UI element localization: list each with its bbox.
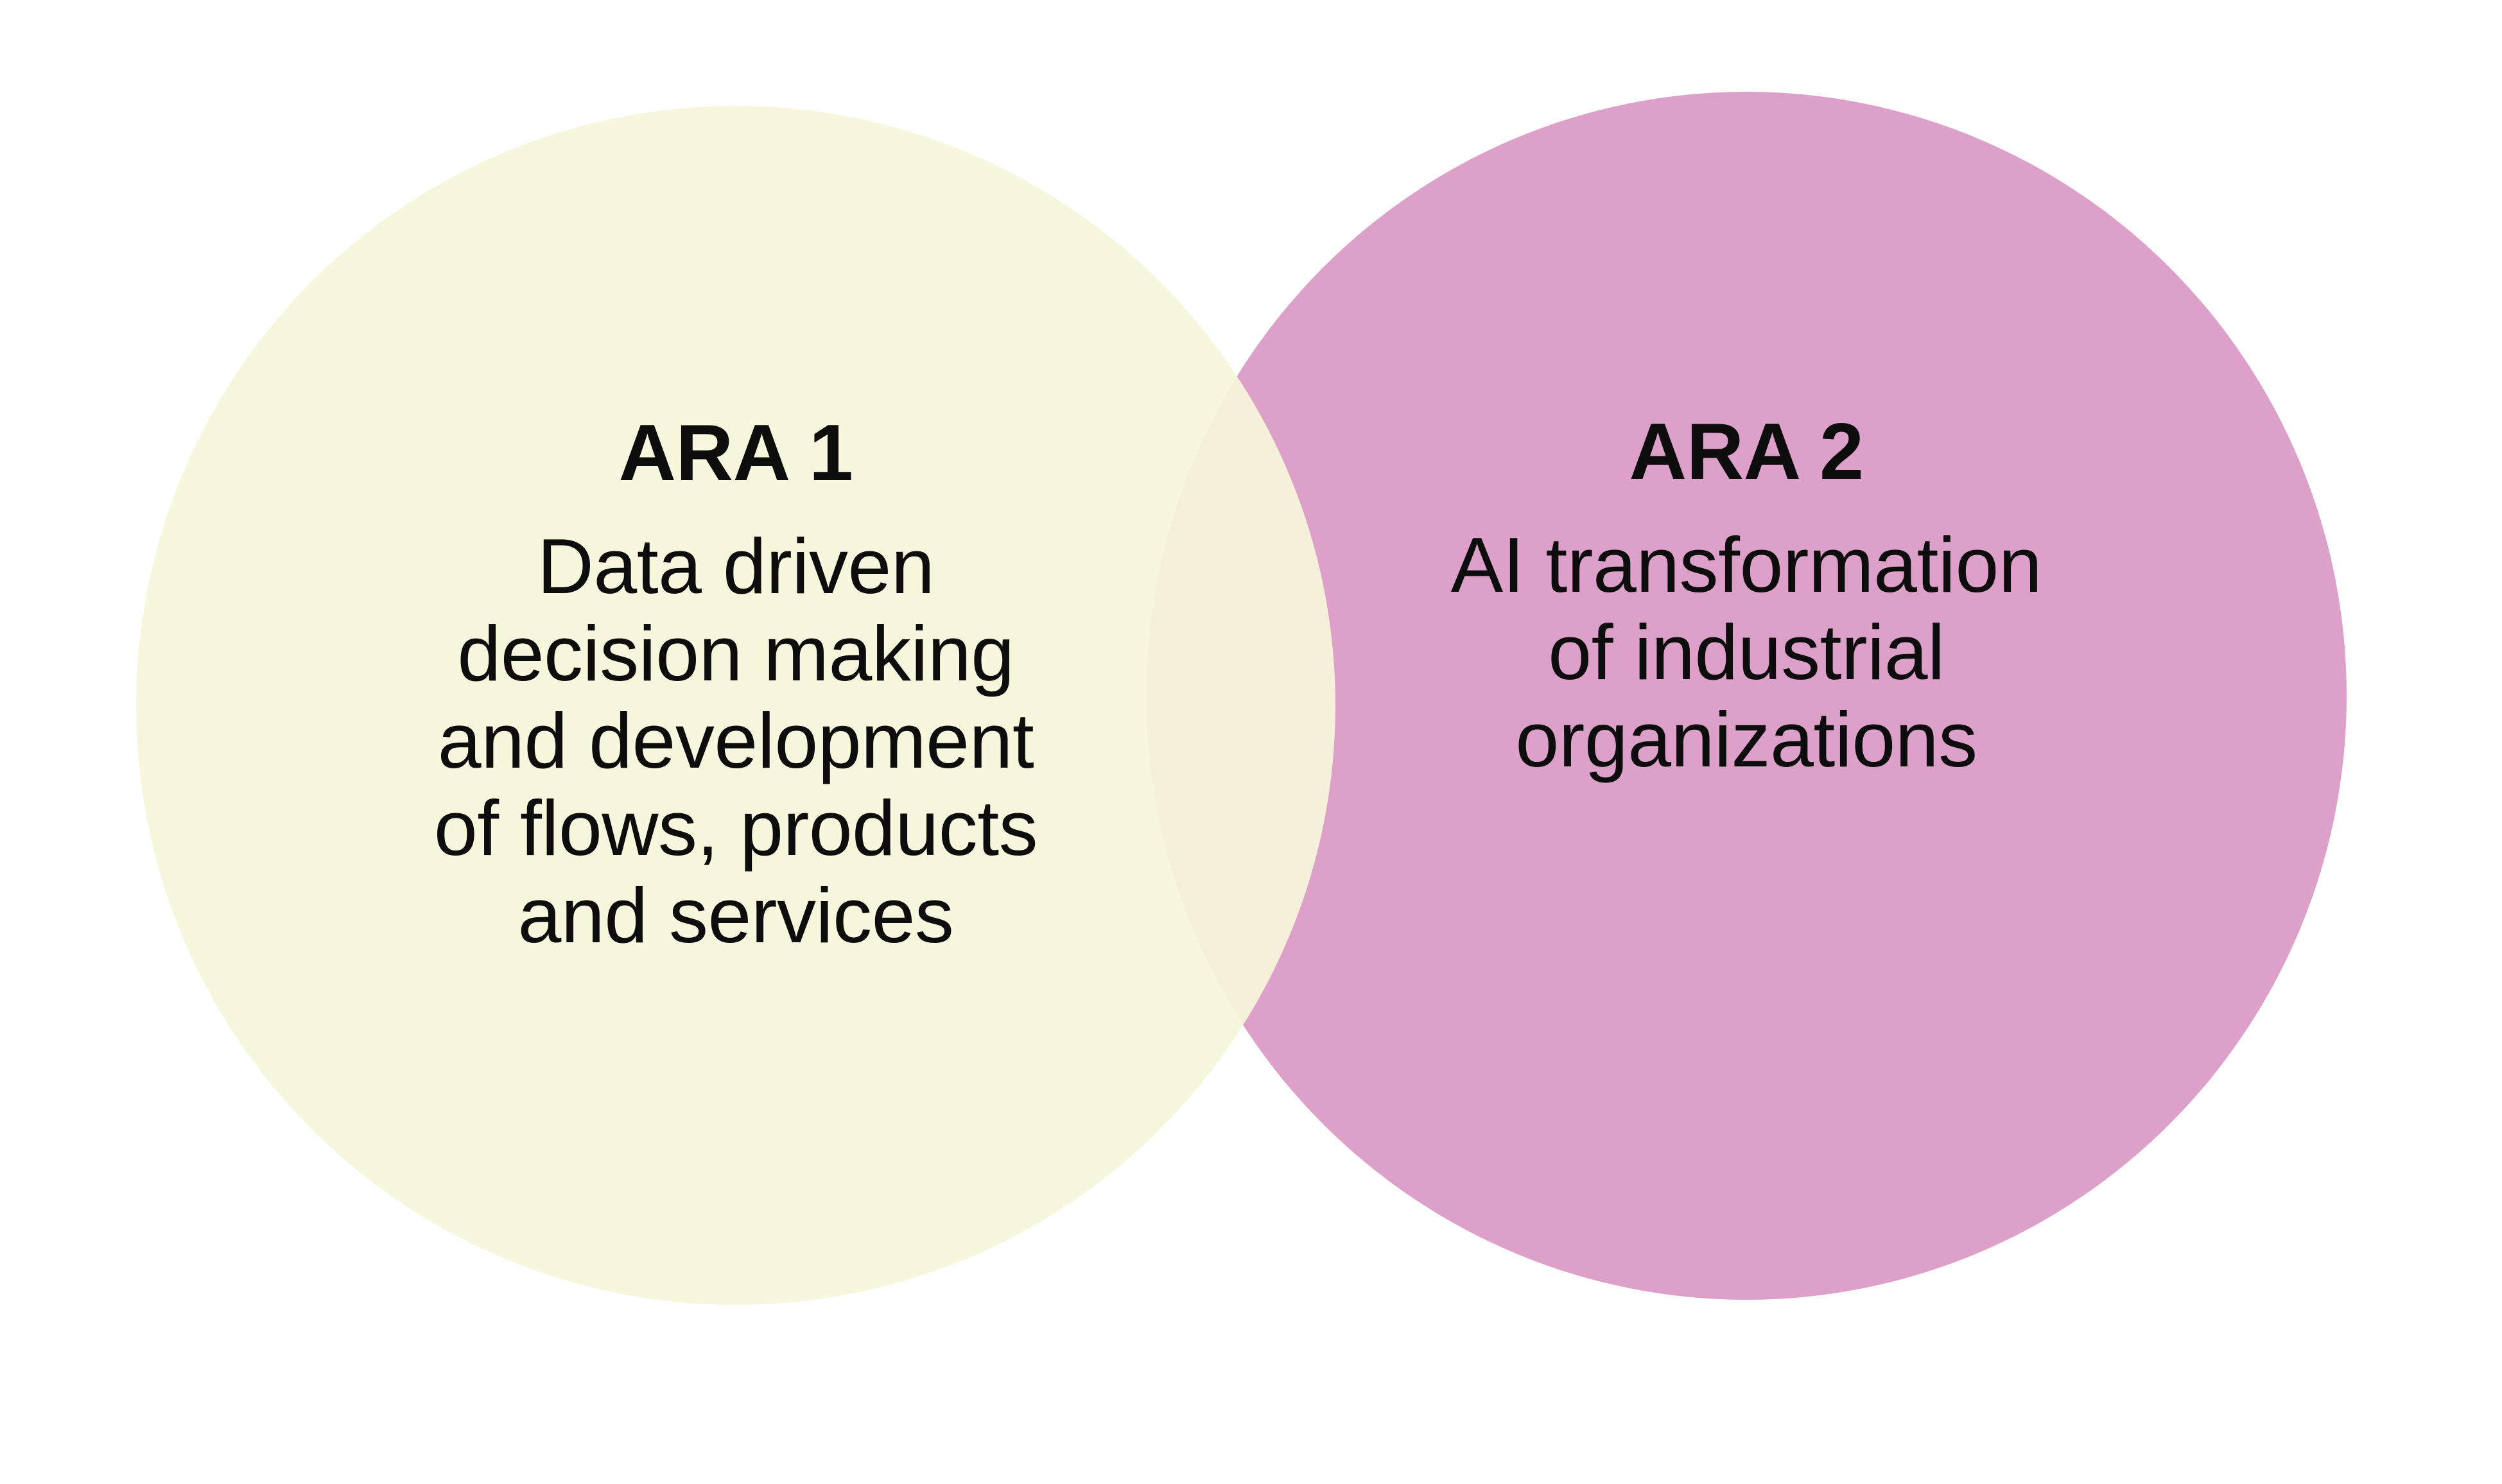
venn-circle-ara-1 bbox=[136, 106, 1335, 1305]
venn-title-ara-2: ARA 2 bbox=[1629, 408, 1864, 496]
venn-label-ara-2: ARA 2 AI transformation of industrial or… bbox=[1233, 410, 2260, 783]
venn-title-ara-1: ARA 1 bbox=[618, 409, 853, 497]
venn-body-ara-1: Data driven decision making and developm… bbox=[433, 522, 1038, 959]
venn-label-ara-1: ARA 1 Data driven decision making and de… bbox=[222, 411, 1249, 959]
venn-body-ara-2: AI transformation of industrial organiza… bbox=[1450, 521, 2042, 783]
venn-circle-ara-2 bbox=[1146, 92, 2347, 1300]
